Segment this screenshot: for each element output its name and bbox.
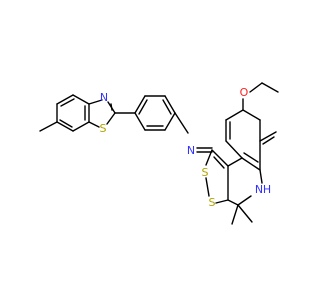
bond-dt-1 [205,149,213,166]
bond-ar-3 [259,131,277,142]
bond-bz-6b [59,119,73,128]
bond-q-2 [227,199,239,206]
bond-tz-2b [110,103,113,111]
atom-h-amine: H [263,183,271,196]
bond-bz-5 [72,121,90,132]
atom-n-amine: N [255,183,263,196]
atom-labels: S N N S S N H O [100,86,272,209]
bond-dt-5 [211,149,229,167]
bond-bz-6 [56,121,74,132]
bond-me-1 [231,204,239,225]
bond-ph-imine [174,112,189,134]
bond-dt-3 [215,199,229,204]
molecule-diagram: S N N S S N H O [39,82,279,225]
bond-oet-2 [249,82,263,93]
bond-ph-3 [164,95,176,114]
bond-dt-2 [205,177,210,197]
atom-n-imine: N [187,144,195,157]
bond-me-2 [237,204,253,223]
bond-q-3 [237,195,252,206]
bond-dt-5b [213,156,225,169]
bond-ar-6 [225,109,244,121]
atom-s-thiazole: S [100,122,107,135]
atom-s-dithiole-2: S [209,196,216,209]
bond-q-1 [227,157,243,167]
bond-ph-1b [138,99,148,115]
bond-ar-4 [225,140,243,159]
bond-bz-2b [60,98,75,107]
bond-ar-7 [242,109,261,121]
bond-methyl-1 [39,121,58,132]
bond-ar-3b [262,136,275,145]
bond-ph-1 [134,95,146,114]
atom-o-ether: O [240,86,249,99]
bond-bz-2 [56,94,74,105]
atom-s-dithiole-1: S [202,166,209,179]
bond-bz-3 [72,94,90,105]
bond-tz-3 [106,112,116,125]
bond-ar-1b [243,152,259,163]
bond-oet-3 [261,82,279,93]
bond-tz-1 [88,99,103,105]
bonds [39,82,279,225]
structure-svg: S N N S S N H O [39,82,279,225]
bond-ph-3b [162,99,172,115]
atom-n-thiazole: N [100,91,108,104]
bond-ar-1 [241,157,261,171]
bond-nh-ar [259,169,263,184]
bond-ph-4 [164,112,176,131]
bond-tz-4 [88,121,100,128]
bond-ph-6 [134,112,146,131]
